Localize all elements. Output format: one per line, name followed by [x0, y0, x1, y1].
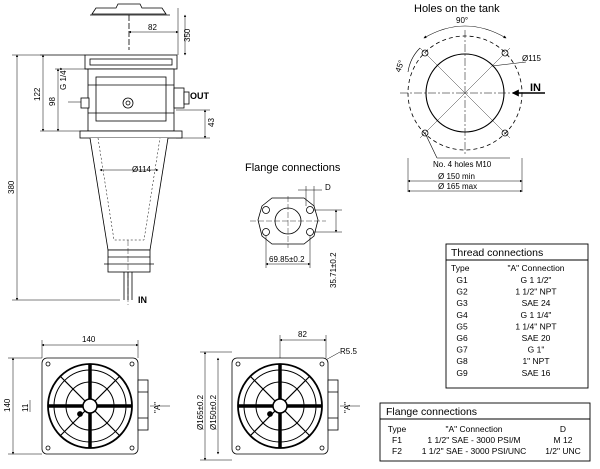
thread-row-connection: SAE 16 — [522, 368, 551, 378]
thread-row-connection: G 1" — [528, 345, 545, 355]
dim-350: 350 — [183, 28, 192, 42]
dim-98: 98 — [48, 97, 57, 106]
dim-69-85: 69.85±0.2 — [269, 255, 305, 264]
dia-min: Ø 150 min — [438, 172, 475, 181]
angle-90: 90° — [456, 16, 468, 25]
thread-row-type: G9 — [456, 368, 468, 378]
dim-140-top: 140 — [82, 335, 96, 344]
flange-row-type: F2 — [392, 446, 402, 456]
thread-connections-table: Thread connections Type "A" Connection G… — [445, 243, 589, 389]
flange-col-type: Type — [388, 424, 407, 434]
flange-row-connection: 1 1/2" SAE - 3000 PSI/M — [427, 435, 520, 445]
thread-row-type: G4 — [456, 310, 468, 320]
thread-row-connection: G 1 1/4" — [521, 310, 552, 320]
thread-col-connection: "A" Connection — [507, 263, 564, 273]
bolt-hole — [501, 49, 509, 57]
thread-row-type: G5 — [456, 321, 468, 331]
thread-row-connection: 1 1/4" NPT — [515, 321, 556, 331]
flange-col-d: D — [560, 424, 566, 434]
filter-side-view: 82 350 OUT G 1/4" 122 98 — [7, 3, 216, 305]
dia-165: Ø165±0.2 — [196, 394, 205, 430]
hole-diameter: Ø115 — [522, 54, 542, 63]
dim-122: 122 — [33, 87, 42, 101]
thread-col-type: Type — [451, 263, 470, 273]
flange-title: Flange connections — [245, 162, 341, 174]
bolt-hole — [501, 129, 509, 137]
bottom-view-left: 140 140 11 "A" — [3, 335, 170, 455]
dim-43: 43 — [207, 118, 216, 127]
angle-45: 45° — [394, 59, 407, 73]
thread-row-type: G6 — [456, 333, 468, 343]
dim-d: D — [325, 183, 331, 192]
thread-row-type: G3 — [456, 298, 468, 308]
a-left: "A" — [153, 402, 162, 413]
dim-r5-5: R5.5 — [340, 347, 357, 356]
bolt-hole — [421, 49, 429, 57]
thread-row-connection: SAE 20 — [522, 333, 551, 343]
holes-on-tank-view: Holes on the tank 90° 45° Ø115 IN No. 4 … — [394, 3, 545, 193]
in-label: IN — [530, 82, 541, 94]
out-label: OUT — [190, 91, 210, 101]
dim-11: 11 — [21, 403, 30, 412]
thread-row-type: G7 — [456, 345, 468, 355]
thread-row-connection: 1 1/2" NPT — [515, 287, 556, 297]
dim-82-top: 82 — [148, 23, 157, 32]
thread-table-title: Thread connections — [451, 247, 543, 259]
bottom-view-right: 82 R5.5 Ø165±0.2 Ø150±0.2 "A" — [196, 330, 360, 461]
thread-row-type: G2 — [456, 287, 468, 297]
dia-max: Ø 165 max — [438, 182, 477, 191]
thread-row-connection: G 1 1/2" — [521, 275, 552, 285]
thread-row-type: G1 — [456, 275, 468, 285]
bolt-hole — [421, 129, 429, 137]
flange-connections-drawing: Flange connections D 69.85±0.2 35.71±0.2 — [245, 162, 342, 288]
flange-table-title: Flange connections — [386, 406, 477, 418]
thread-row-type: G8 — [456, 356, 468, 366]
dia-114: Ø114 — [132, 165, 152, 174]
flange-row-connection: 1 1/2" SAE - 3000 PSI/UNC — [422, 446, 527, 456]
thread-g14: G 1/4" — [59, 67, 68, 90]
thread-row-connection: 1" NPT — [522, 356, 549, 366]
dim-82-bottom: 82 — [298, 330, 307, 339]
dim-35-71: 35.71±0.2 — [329, 252, 338, 288]
flange-row-d: M 12 — [554, 435, 573, 445]
dim-140-side: 140 — [3, 398, 12, 412]
holes-note: No. 4 holes M10 — [433, 160, 492, 169]
a-right: "A" — [343, 402, 352, 413]
flange-col-connection: "A" Connection — [445, 424, 502, 434]
dia-150: Ø150±0.2 — [209, 394, 218, 430]
thread-row-connection: SAE 24 — [522, 298, 551, 308]
flange-row-type: F1 — [392, 435, 402, 445]
flange-row-d: 1/2" UNC — [545, 446, 581, 456]
in-label-side: IN — [138, 295, 147, 305]
dim-380: 380 — [7, 180, 16, 194]
holes-title: Holes on the tank — [414, 3, 500, 15]
flange-connections-table: Flange connections Type "A" Connection D… — [379, 402, 591, 462]
